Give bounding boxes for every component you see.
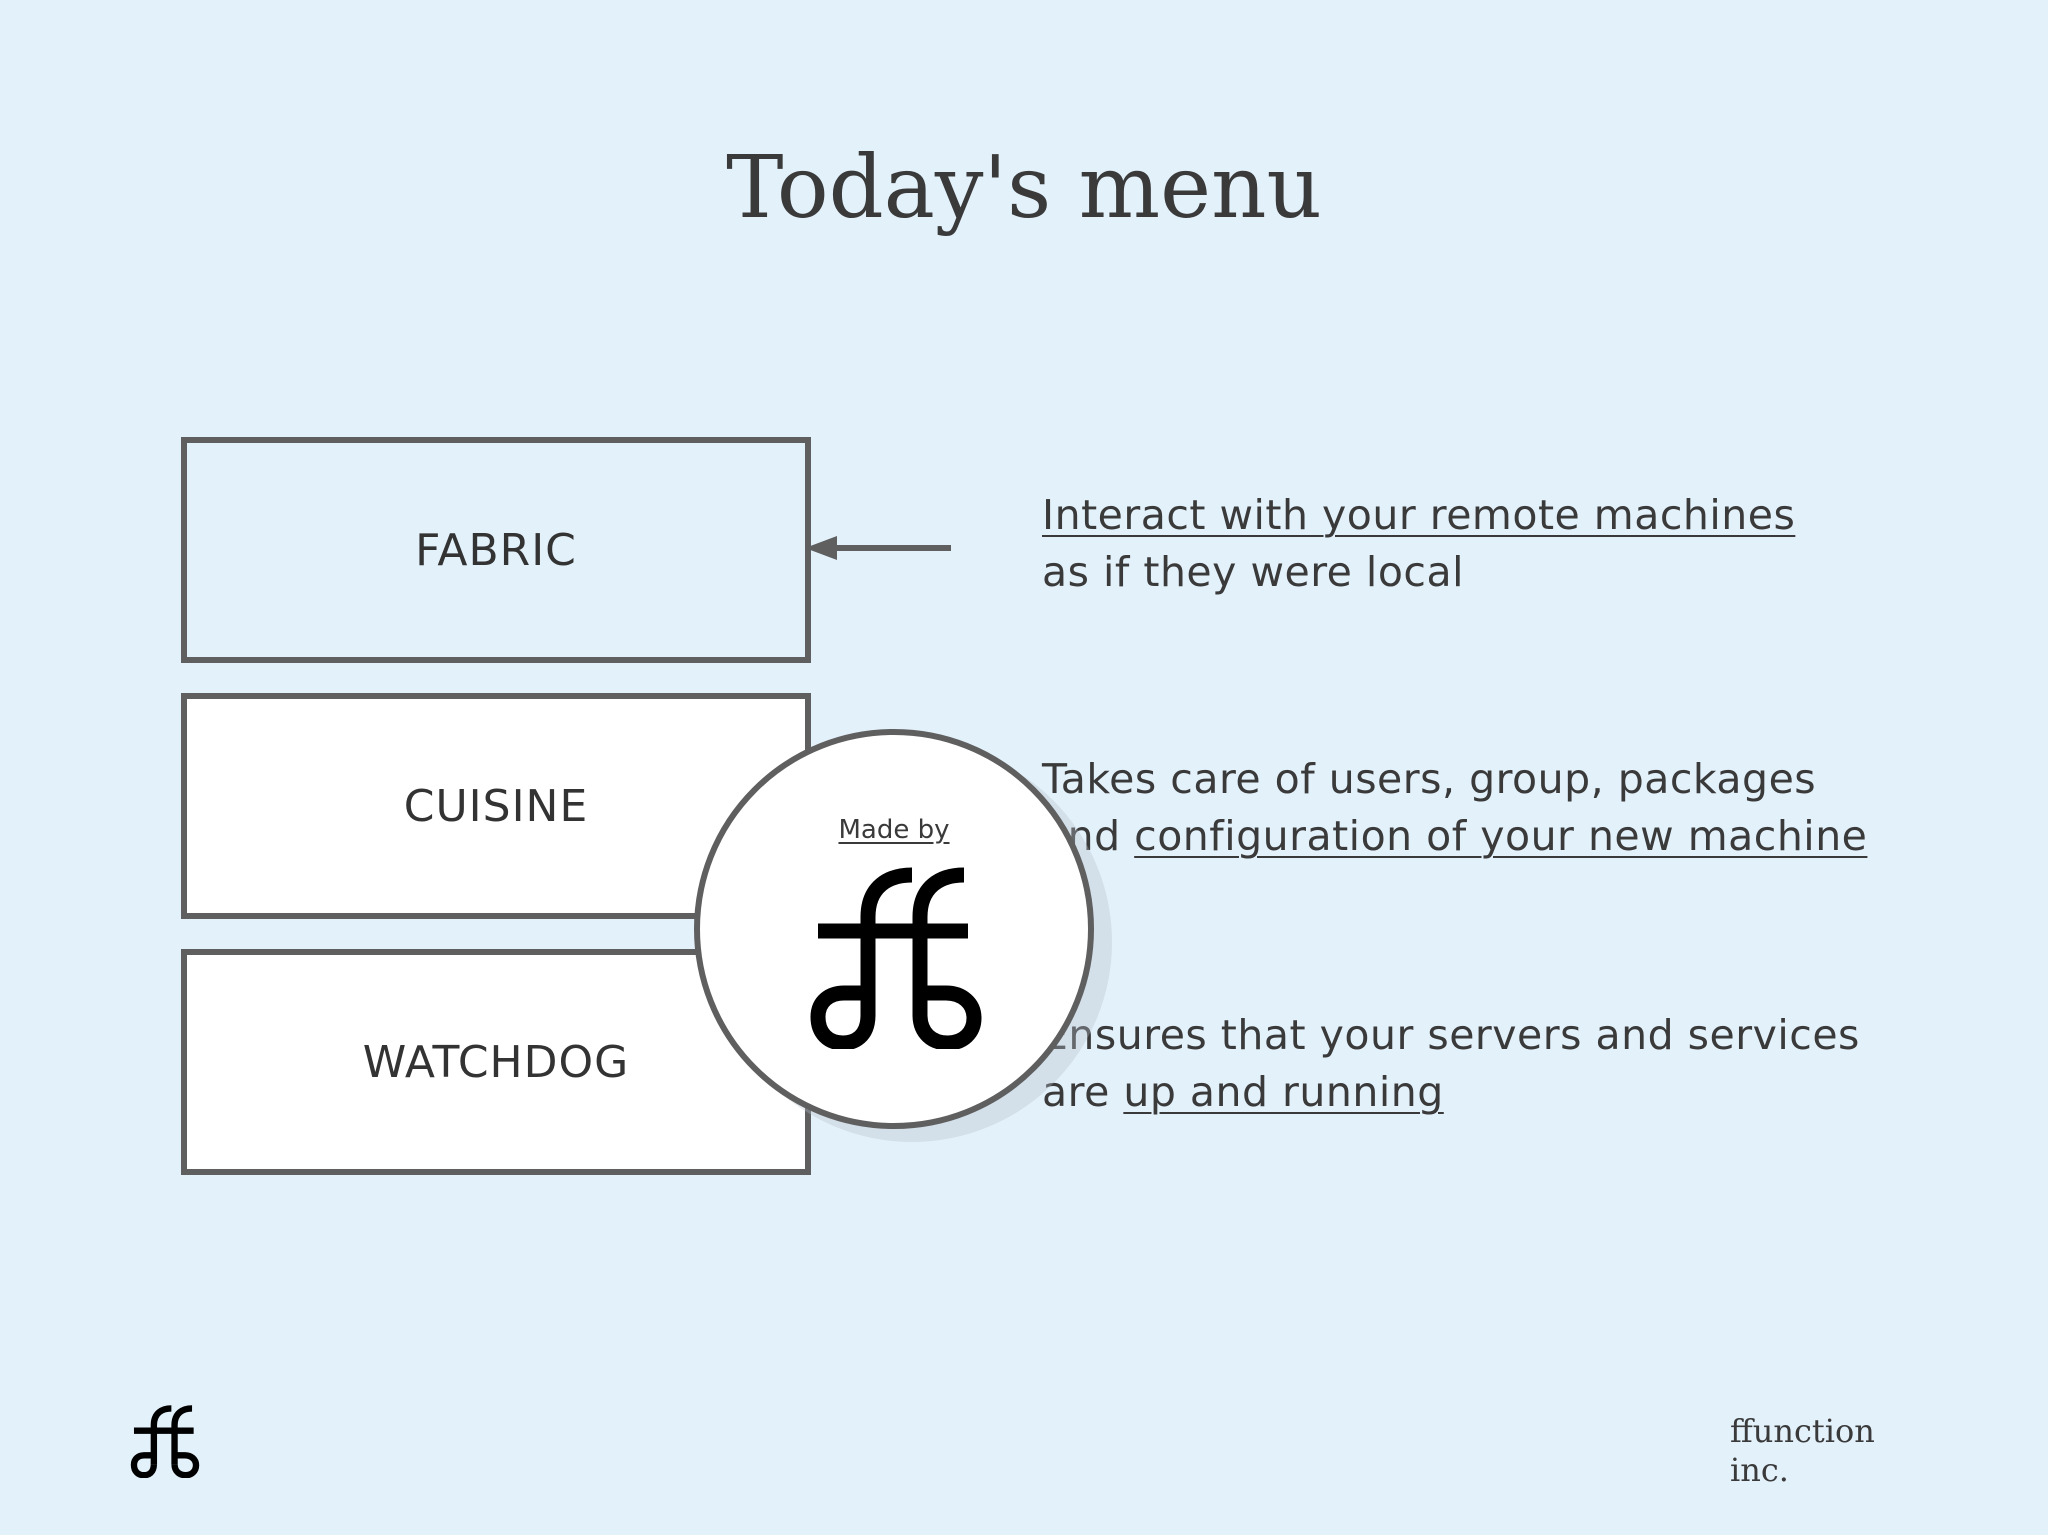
cuisine-description-line1: Takes care of users, group, packages: [1042, 755, 1817, 803]
fabric-description-line2: as if they were local: [1042, 548, 1464, 596]
watchdog-box[interactable]: WATCHDOG: [181, 949, 811, 1175]
fabric-label: FABRIC: [415, 524, 577, 576]
cuisine-label: CUISINE: [403, 780, 589, 832]
cuisine-box[interactable]: CUISINE: [181, 693, 811, 919]
page-title: Today's menu: [726, 138, 1322, 238]
ffunction-logo-icon: [130, 1405, 200, 1478]
watchdog-description: Ensures that your servers and services a…: [1042, 1007, 1922, 1121]
watchdog-description-line2-prefix: are: [1042, 1068, 1124, 1116]
made-by-label: Made by: [838, 815, 950, 845]
fabric-description: Interact with your remote machines as if…: [1042, 487, 1922, 601]
fabric-box[interactable]: FABRIC: [181, 437, 811, 663]
watchdog-link[interactable]: up and running: [1123, 1068, 1444, 1116]
watchdog-label: WATCHDOG: [362, 1036, 630, 1088]
fabric-link[interactable]: Interact with your remote machines: [1042, 491, 1796, 539]
arrow-left-icon: [805, 536, 951, 560]
ffunction-logo-icon: [810, 867, 982, 1049]
brand-name: ffunction inc.: [1730, 1412, 1875, 1490]
watchdog-description-line1: Ensures that your servers and services: [1042, 1011, 1860, 1059]
brand-line1: ffunction: [1730, 1412, 1875, 1450]
made-by-badge[interactable]: Made by: [694, 729, 1094, 1129]
cuisine-description: Takes care of users, group, packages and…: [1042, 751, 1922, 865]
brand-line2: inc.: [1730, 1451, 1789, 1489]
cuisine-link[interactable]: configuration of your new machine: [1134, 812, 1868, 860]
